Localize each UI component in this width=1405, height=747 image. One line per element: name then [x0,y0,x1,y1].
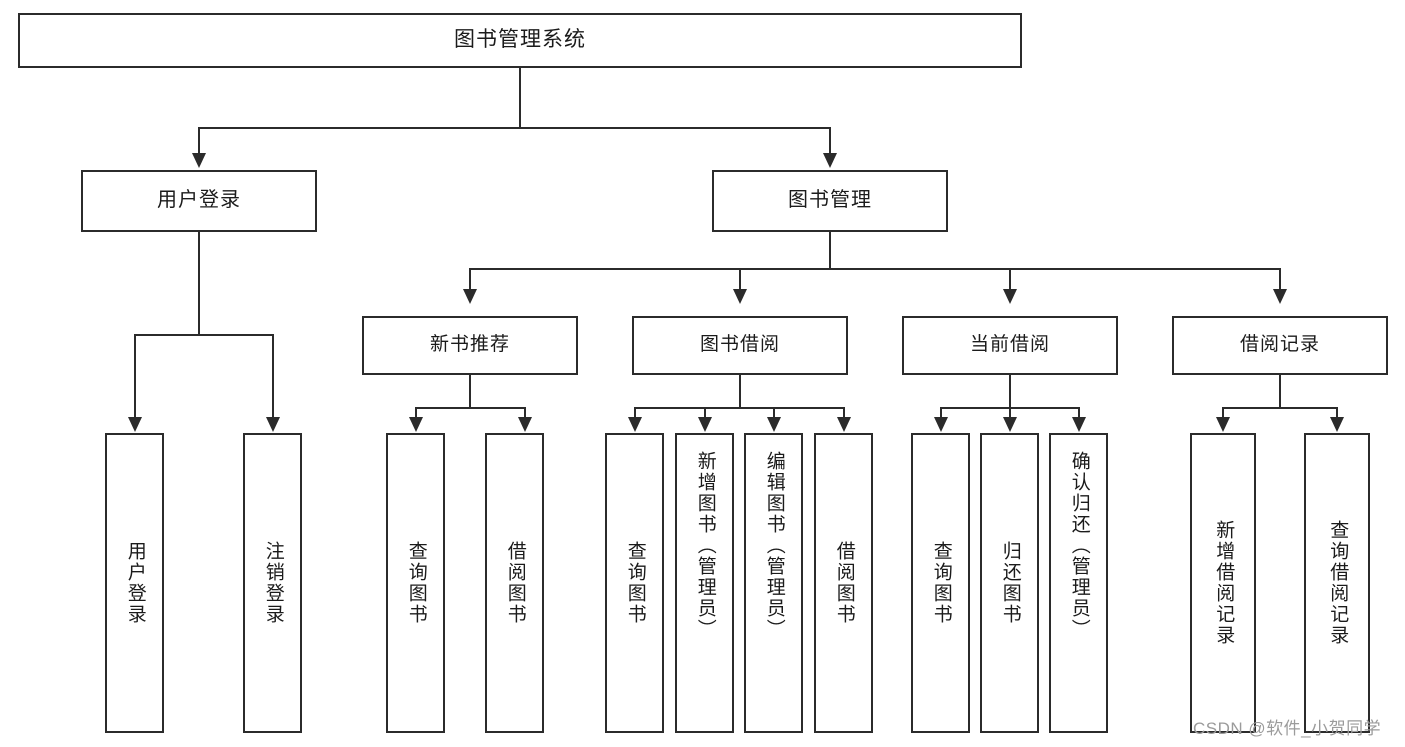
connector-borrow-record-arm-2 [1336,407,1338,418]
arrow-book-borrow-leaf-1 [628,417,642,432]
leaf-node-query-record[interactable]: 查询借阅记录 [1304,433,1370,733]
arrow-book-manage-to-new-book-rec [463,289,477,304]
leaf-node-user-login[interactable]: 用户登录 [105,433,164,733]
arrow-root-to-user-login [192,153,206,168]
arrow-user-login-leaf-1 [128,417,142,432]
arrow-new-book-rec-leaf-1 [409,417,423,432]
connector-current-borrow-stem [1009,375,1011,408]
arrow-book-borrow-leaf-3 [767,417,781,432]
arrow-borrow-record-leaf-2 [1330,417,1344,432]
connector-book-borrow-arm-1 [634,407,636,418]
connector-book-borrow-bus [634,407,844,409]
arrow-current-borrow-leaf-2 [1003,417,1017,432]
connector-new-book-rec-arm-1 [415,407,417,418]
connector-book-borrow-arm-3 [773,407,775,418]
connector-borrow-record-stem [1279,375,1281,408]
connector-book-borrow-arm-2 [704,407,706,418]
connector-book-manage-stem [829,232,831,269]
connector-user-login-arm-1 [134,334,136,418]
node-new-book-rec[interactable]: 新书推荐 [362,316,578,375]
connector-book-manage-arm-2 [739,268,741,290]
connector-book-manage-arm-1 [469,268,471,290]
connector-root-bus [198,127,831,129]
connector-current-borrow-arm-1 [940,407,942,418]
connector-new-book-rec-arm-2 [524,407,526,418]
node-root-book-management-system[interactable]: 图书管理系统 [18,13,1022,68]
node-user-login[interactable]: 用户登录 [81,170,317,232]
arrow-new-book-rec-leaf-2 [518,417,532,432]
arrow-book-borrow-leaf-4 [837,417,851,432]
arrow-book-manage-to-book-borrow [733,289,747,304]
connector-book-borrow-stem [739,375,741,408]
connector-book-manage-arm-4 [1279,268,1281,290]
connector-root-stem [519,68,521,128]
arrow-book-borrow-leaf-2 [698,417,712,432]
node-book-manage[interactable]: 图书管理 [712,170,948,232]
node-book-borrow[interactable]: 图书借阅 [632,316,848,375]
connector-user-login-arm-2 [272,334,274,418]
connector-root-to-user-login [198,127,200,155]
leaf-node-edit-book[interactable]: 编辑图书（管理员） [744,433,803,733]
connector-root-to-book-manage [829,127,831,155]
node-borrow-record[interactable]: 借阅记录 [1172,316,1388,375]
leaf-node-borrow-book-1[interactable]: 借阅图书 [485,433,544,733]
arrow-borrow-record-leaf-1 [1216,417,1230,432]
connector-current-borrow-arm-2 [1009,407,1011,418]
leaf-node-return-book[interactable]: 归还图书 [980,433,1039,733]
connector-book-manage-bus [469,268,1281,270]
leaf-node-query-book-1[interactable]: 查询图书 [386,433,445,733]
arrow-book-manage-to-current-borrow [1003,289,1017,304]
leaf-node-add-book[interactable]: 新增图书（管理员） [675,433,734,733]
leaf-node-borrow-book-2[interactable]: 借阅图书 [814,433,873,733]
connector-new-book-rec-bus [415,407,525,409]
leaf-node-query-book-3[interactable]: 查询图书 [911,433,970,733]
connector-new-book-rec-stem [469,375,471,408]
connector-book-manage-arm-3 [1009,268,1011,290]
arrow-user-login-leaf-2 [266,417,280,432]
connector-book-borrow-arm-4 [843,407,845,418]
connector-user-login-bus [134,334,273,336]
leaf-node-user-logout[interactable]: 注销登录 [243,433,302,733]
leaf-node-query-book-2[interactable]: 查询图书 [605,433,664,733]
node-current-borrow[interactable]: 当前借阅 [902,316,1118,375]
connector-borrow-record-bus [1222,407,1337,409]
arrow-current-borrow-leaf-1 [934,417,948,432]
leaf-node-add-record[interactable]: 新增借阅记录 [1190,433,1256,733]
connector-current-borrow-arm-3 [1078,407,1080,418]
arrow-root-to-book-manage [823,153,837,168]
connector-borrow-record-arm-1 [1222,407,1224,418]
connector-user-login-stem [198,232,200,335]
arrow-book-manage-to-borrow-record [1273,289,1287,304]
arrow-current-borrow-leaf-3 [1072,417,1086,432]
leaf-node-confirm-return[interactable]: 确认归还（管理员） [1049,433,1108,733]
